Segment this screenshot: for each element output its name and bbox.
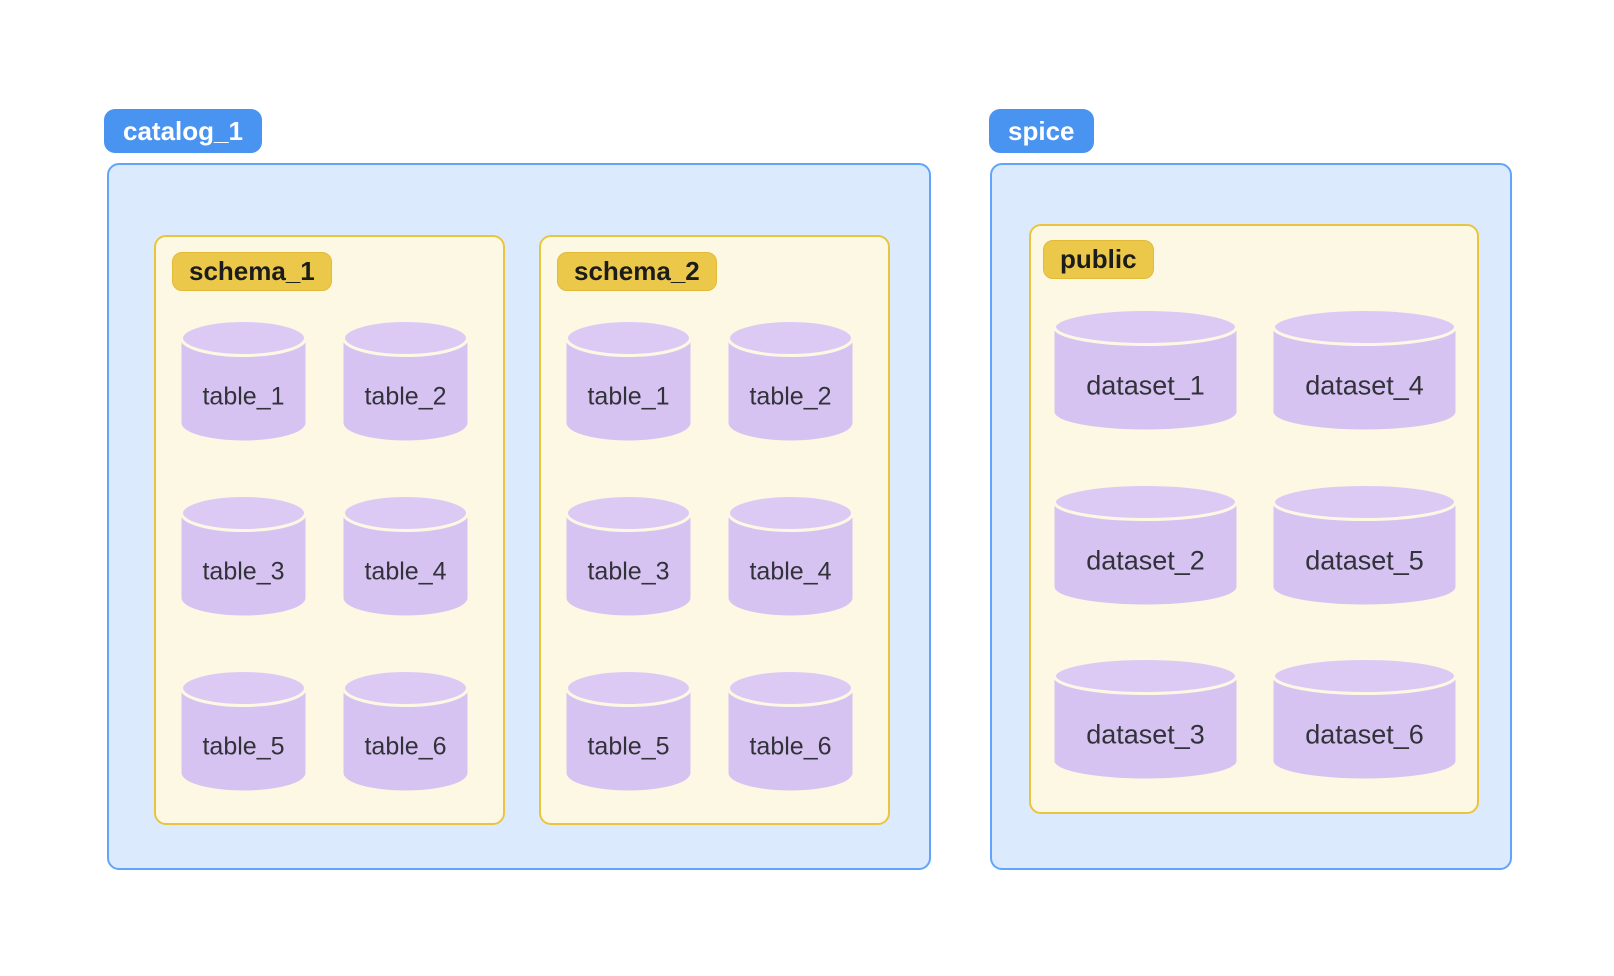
database-cylinder-icon <box>1272 657 1457 779</box>
database-cylinder-icon <box>565 669 692 791</box>
table-name: table_1 <box>202 382 285 411</box>
database-cylinder-icon <box>565 494 692 616</box>
catalog-container: schema_1 table_1 table_2 <box>107 163 931 870</box>
table-name: table_2 <box>364 382 447 411</box>
table-cylinder: table_3 <box>180 494 307 617</box>
table-name: table_4 <box>364 557 447 586</box>
database-cylinder-icon <box>727 319 854 441</box>
schema-label: public <box>1043 240 1154 279</box>
schema-panel: schema_2 table_1 table_2 <box>539 235 890 825</box>
dataset-cylinder: dataset_6 <box>1272 657 1457 780</box>
table-name: table_2 <box>749 382 832 411</box>
table-name: table_5 <box>587 732 670 761</box>
database-cylinder-icon <box>342 319 469 441</box>
table-cylinder: table_6 <box>342 669 469 792</box>
database-cylinder-icon <box>727 669 854 791</box>
dataset-name: dataset_2 <box>1086 545 1205 576</box>
database-cylinder-icon <box>180 669 307 791</box>
table-cylinder: table_5 <box>180 669 307 792</box>
dataset-cylinder: dataset_5 <box>1272 483 1457 606</box>
schema-label: schema_2 <box>557 252 717 291</box>
catalog-container: public dataset_1 dataset_4 <box>990 163 1512 870</box>
database-cylinder-icon <box>1272 483 1457 605</box>
database-cylinder-icon <box>727 494 854 616</box>
catalog-label: catalog_1 <box>104 109 262 153</box>
dataset-name: dataset_6 <box>1305 719 1424 750</box>
table-name: table_4 <box>749 557 832 586</box>
dataset-cylinder: dataset_1 <box>1053 308 1238 431</box>
dataset-name: dataset_5 <box>1305 545 1424 576</box>
database-cylinder-icon <box>342 494 469 616</box>
dataset-name: dataset_4 <box>1305 370 1424 401</box>
table-cylinder: table_1 <box>565 319 692 442</box>
table-name: table_1 <box>587 382 670 411</box>
dataset-cylinder: dataset_2 <box>1053 483 1238 606</box>
table-cylinder: table_3 <box>565 494 692 617</box>
dataset-cylinder: dataset_4 <box>1272 308 1457 431</box>
table-name: table_3 <box>202 557 285 586</box>
table-name: table_5 <box>202 732 285 761</box>
catalog-label: spice <box>989 109 1094 153</box>
table-cylinder: table_5 <box>565 669 692 792</box>
database-cylinder-icon <box>180 494 307 616</box>
table-cylinder: table_4 <box>727 494 854 617</box>
database-cylinder-icon <box>1053 657 1238 779</box>
table-cylinder: table_6 <box>727 669 854 792</box>
table-cylinder: table_1 <box>180 319 307 442</box>
schema-panel: public dataset_1 dataset_4 <box>1029 224 1479 814</box>
table-name: table_3 <box>587 557 670 586</box>
table-name: table_6 <box>364 732 447 761</box>
table-cylinder: table_2 <box>342 319 469 442</box>
dataset-name: dataset_1 <box>1086 370 1205 401</box>
database-cylinder-icon <box>1053 483 1238 605</box>
database-cylinder-icon <box>180 319 307 441</box>
database-cylinder-icon <box>1272 308 1457 430</box>
table-name: table_6 <box>749 732 832 761</box>
table-cylinder: table_2 <box>727 319 854 442</box>
database-cylinder-icon <box>1053 308 1238 430</box>
dataset-cylinder: dataset_3 <box>1053 657 1238 780</box>
table-cylinder: table_4 <box>342 494 469 617</box>
schema-label: schema_1 <box>172 252 332 291</box>
schema-panel: schema_1 table_1 table_2 <box>154 235 505 825</box>
dataset-name: dataset_3 <box>1086 719 1205 750</box>
database-cylinder-icon <box>565 319 692 441</box>
database-cylinder-icon <box>342 669 469 791</box>
